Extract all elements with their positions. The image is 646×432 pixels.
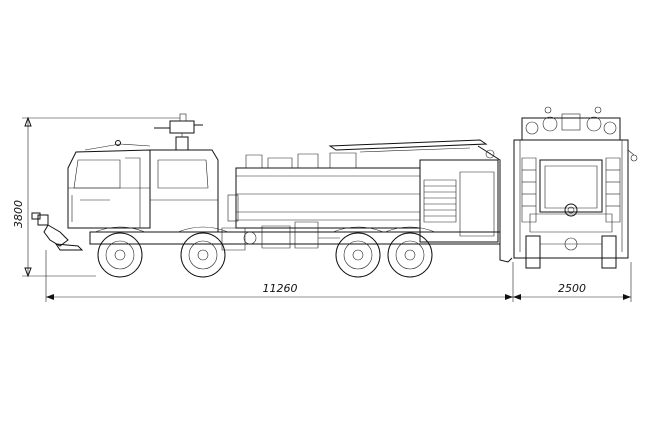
length-dimension-label: 11260 — [263, 282, 298, 295]
length-dimension: 11260 — [45, 250, 514, 302]
pump-compartment — [419, 145, 513, 263]
roof-monitor — [154, 113, 203, 151]
height-dimension: 3800 — [12, 116, 180, 278]
front-bumper — [31, 212, 84, 251]
cab — [67, 140, 219, 233]
truck-rear-view — [513, 106, 638, 269]
width-dimension-label: 2500 — [558, 282, 586, 295]
rear-axle-1-wheel — [335, 232, 381, 278]
water-tank — [235, 139, 488, 229]
front-axle-2-wheel — [180, 232, 226, 278]
width-dimension: 2500 — [513, 262, 632, 302]
truck-side-view — [31, 113, 513, 278]
height-dimension-label: 3800 — [12, 200, 25, 228]
rear-axle-2-wheel — [387, 232, 433, 278]
front-axle-1-wheel — [97, 232, 143, 278]
